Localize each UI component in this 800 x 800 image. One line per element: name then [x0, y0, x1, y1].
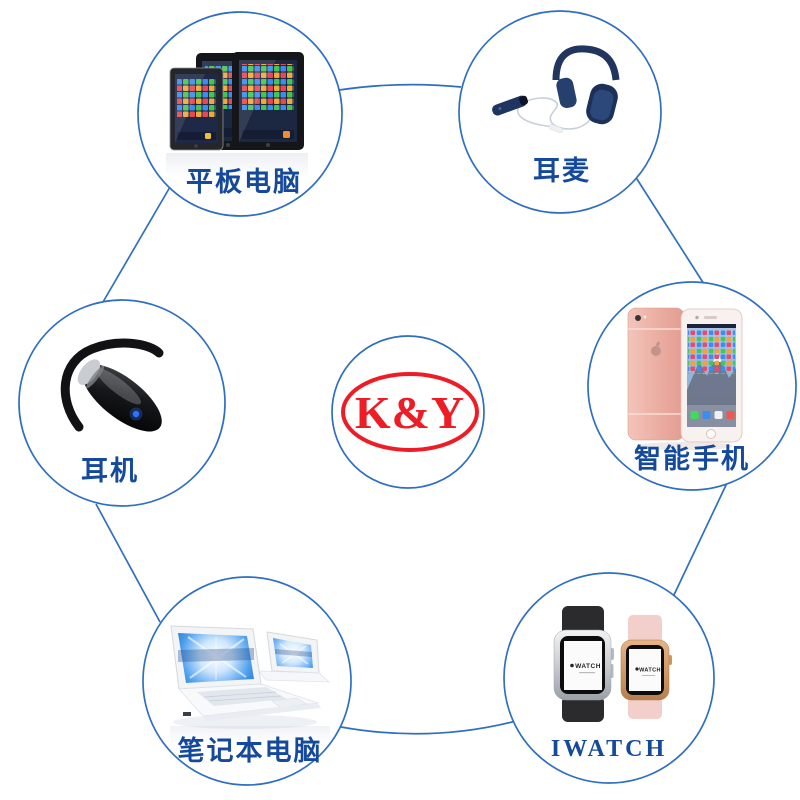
connector-topright-right	[634, 175, 705, 285]
tablet-left	[169, 67, 224, 151]
headset-mic-pod	[492, 95, 529, 116]
earphone-label: 耳机	[81, 456, 139, 486]
phone-back	[627, 307, 685, 441]
laptop-right	[258, 631, 331, 683]
watch-black-screen-text: WATCH	[575, 663, 601, 670]
connector-top	[338, 83, 462, 91]
earpiece-led	[132, 410, 140, 418]
watch-pink-screen-text: WATCH	[639, 668, 661, 674]
logo-text: K&Y	[355, 387, 465, 438]
tablet-label: 平板电脑	[186, 167, 302, 197]
headset-band	[552, 45, 620, 81]
tablet-right	[232, 52, 304, 150]
bluetooth-earpiece-icon	[60, 338, 164, 432]
headset-splitter	[548, 124, 563, 133]
smartphone-icon	[627, 307, 743, 450]
headset-right-cup	[586, 83, 618, 125]
connector-bottom	[340, 720, 517, 735]
smartphone-label: 智能手机	[634, 443, 750, 474]
connector-left-bottomleft	[95, 503, 161, 623]
smartwatch-duo-icon: WATCH WATCH	[553, 606, 672, 722]
iwatch-label: IWATCH	[551, 736, 667, 762]
phone-dock	[687, 405, 736, 427]
laptop-label: 笔记本电脑	[178, 735, 323, 766]
connector-topleft-left	[102, 186, 171, 303]
laptop-reflection	[170, 726, 330, 744]
earpiece-body	[77, 359, 162, 432]
center-logo-circle	[331, 335, 485, 489]
brand-logo: K&Y	[341, 372, 479, 452]
tablet-reflection	[166, 153, 308, 177]
watch-black: WATCH	[553, 606, 614, 722]
phone-home-button	[706, 429, 716, 439]
headset-cable	[516, 97, 591, 133]
laptop-duo-icon	[170, 625, 331, 744]
connector-right-bottomright	[672, 482, 728, 598]
phone-app-grid	[688, 330, 735, 374]
watch-pink-screen	[629, 649, 661, 691]
headset-label: 耳麦	[533, 156, 591, 186]
phone-shadow	[637, 442, 733, 450]
headset-icon	[492, 45, 620, 133]
phone-front	[680, 308, 743, 443]
logo-oval	[341, 372, 479, 452]
connector-lines	[95, 83, 728, 735]
laptop-left	[170, 625, 321, 721]
tablet-trio-icon	[166, 52, 308, 177]
watch-pink: WATCH	[620, 615, 672, 719]
headset-left-cup	[556, 77, 577, 109]
earpiece-hook	[60, 338, 164, 432]
